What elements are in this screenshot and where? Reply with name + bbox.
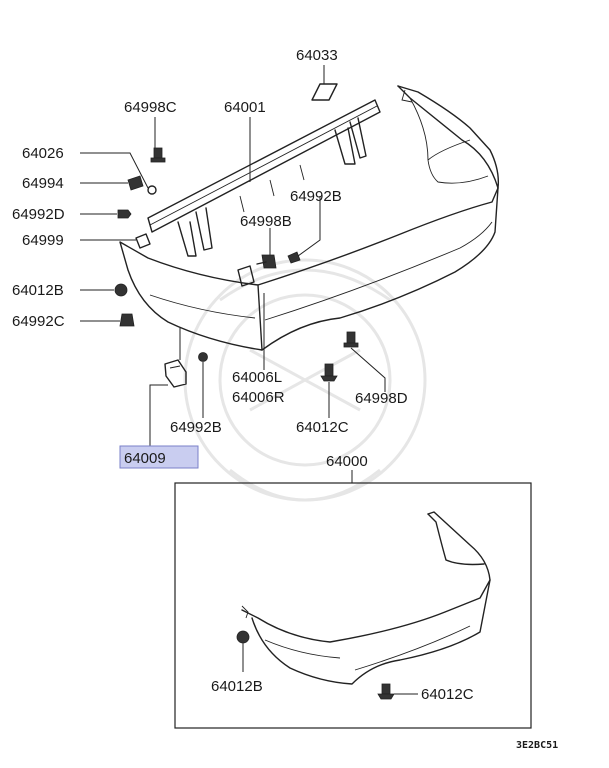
fastener-64998C [150,147,166,163]
fastener-64026 [147,185,157,195]
part-64001-reinforcement [147,99,381,257]
part-labels: 64033 64998C 64001 64026 64994 64992D 64… [12,47,558,751]
label-64012B-box: 64012B [211,678,263,695]
leader-lines-upper [80,65,386,446]
label-64006L: 64006L [232,369,282,386]
fastener-64992C [119,313,135,327]
fastener-64012C-mid [320,363,338,382]
fastener-64999 [135,233,151,249]
fastener-64998D [343,331,359,348]
fastener-64992B-top [287,251,301,264]
part-64009-highlight [119,445,199,469]
label-64001: 64001 [224,99,266,116]
label-64998B: 64998B [240,213,292,230]
label-64994: 64994 [22,175,64,192]
part-64033-pad [311,83,338,101]
assembly-box-64000 [174,482,532,729]
label-64012B-left: 64012B [12,282,64,299]
label-64000: 64000 [326,453,368,470]
bumper-cover-upper [119,85,500,351]
label-64992B-bottom: 64992B [170,419,222,436]
label-64998C: 64998C [124,99,177,116]
fastener-64992D [117,209,132,219]
fastener-64992B-bottom [198,352,208,362]
label-64006R: 64006R [232,389,285,406]
drawing-code: 3E2BC51 [516,740,558,751]
part-64009-bracket [164,359,187,388]
fastener-64998B [256,254,277,269]
label-64999: 64999 [22,232,64,249]
fastener-64012C-box [377,683,395,700]
fastener-64012B-box [236,630,250,644]
fastener-64012B-left [114,283,128,297]
label-64992D: 64992D [12,206,65,223]
label-64012C-mid: 64012C [296,419,349,436]
fastener-64994 [127,175,144,191]
leader-lines-box [242,643,418,695]
label-64992B-top: 64992B [290,188,342,205]
label-64012C-box: 64012C [421,686,474,703]
bumper-cover-assembly [241,511,491,685]
label-64998D: 64998D [355,390,408,407]
fastener-bracket-center [237,265,255,287]
label-64026: 64026 [22,145,64,162]
label-64992C: 64992C [12,313,65,330]
label-64033: 64033 [296,47,338,64]
label-64009: 64009 [124,450,166,467]
watermark-emblem [183,258,427,502]
